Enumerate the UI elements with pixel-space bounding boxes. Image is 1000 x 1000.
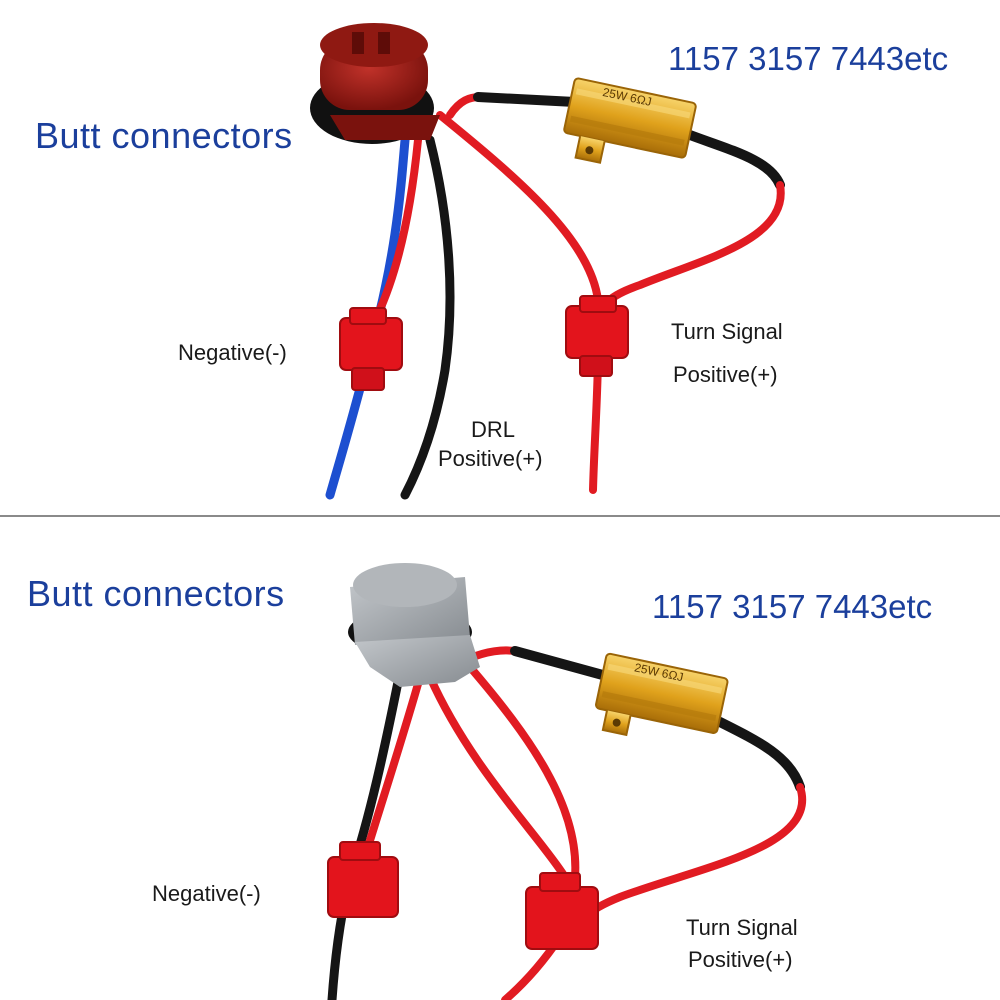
bottom-turn-label-line2: Positive(+) (688, 947, 793, 972)
top-drl-label-line1: DRL (471, 417, 516, 442)
drl-positive-wire (400, 135, 455, 500)
top-diagram-panel: 25W 6ΩJ Butt connectors 1157 3157 7443et… (35, 23, 949, 500)
turn-signal-butt-connector-bottom (525, 872, 599, 950)
turn-signal-wire-tail (589, 356, 602, 494)
bottom-negative-label: Negative(-) (152, 881, 261, 906)
bottom-title: Butt connectors (27, 573, 285, 614)
negative-butt-connector-bottom (327, 841, 399, 918)
bottom-models: 1157 3157 7443etc (652, 588, 933, 625)
top-turn-label-line2: Positive(+) (673, 362, 778, 387)
top-turn-label-line1: Turn Signal (671, 319, 783, 344)
resistor-output-wire (601, 181, 785, 309)
panel-divider (0, 515, 1000, 517)
top-negative-label: Negative(-) (178, 340, 287, 365)
top-title: Butt connectors (35, 115, 293, 156)
bottom-wiring-photo: 25W 6ΩJ (327, 563, 807, 1000)
turn-signal-wire (436, 111, 602, 304)
top-drl-label-line2: Positive(+) (438, 446, 543, 471)
top-models: 1157 3157 7443etc (668, 40, 949, 77)
resistor-output-wire-bottom (581, 783, 807, 921)
turn-signal-butt-connector (565, 295, 629, 377)
bulb-socket-grey (348, 563, 480, 687)
load-resistor: 25W 6ΩJ (563, 77, 697, 164)
bulb-socket-red (310, 23, 440, 144)
negative-wire-bottom (327, 667, 405, 1000)
top-wiring-photo: 25W 6ΩJ (310, 23, 785, 500)
red-wire-left (371, 136, 422, 324)
bottom-turn-label-line1: Turn Signal (686, 915, 798, 940)
negative-butt-connector (339, 307, 403, 391)
bottom-diagram-panel: 25W 6ΩJ Butt connectors 1157 3157 7443et… (0, 517, 1000, 1000)
load-resistor-bottom: 25W 6ΩJ (595, 652, 729, 737)
